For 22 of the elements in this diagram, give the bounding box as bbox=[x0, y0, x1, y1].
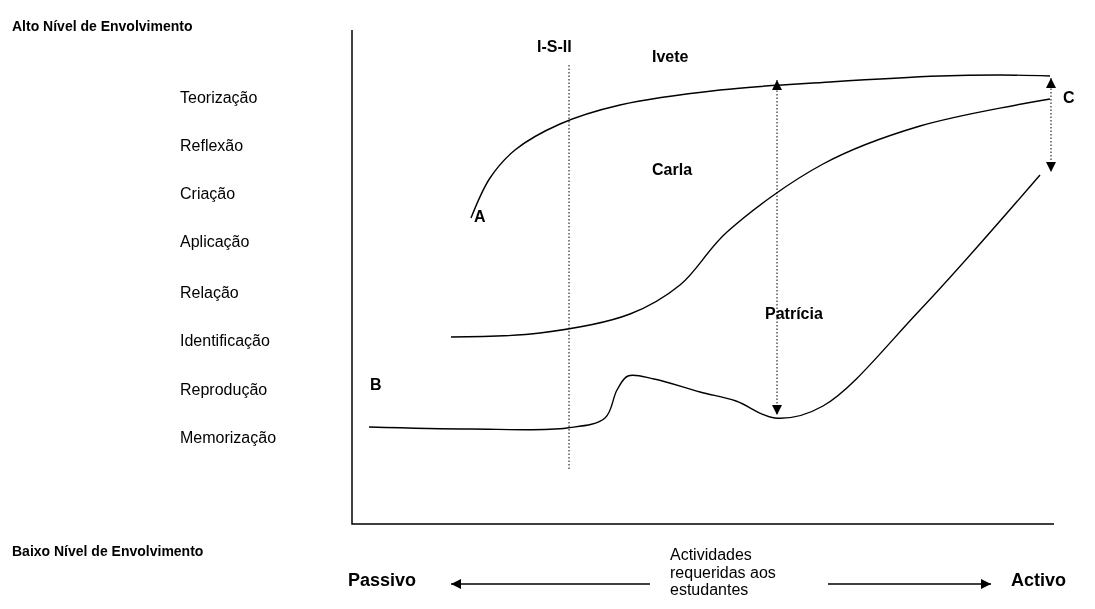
chart-label: C bbox=[1063, 89, 1075, 108]
chart-label: Alto Nível de Envolvimento bbox=[12, 18, 193, 35]
axis-end-label: Activo bbox=[1011, 570, 1066, 591]
chart-label: B bbox=[370, 376, 382, 395]
axis-end-label: Actividades requeridas aos estudantes bbox=[670, 546, 820, 599]
level-label: Relação bbox=[180, 284, 239, 303]
level-label: Memorização bbox=[180, 429, 277, 448]
level-label: Reprodução bbox=[180, 381, 268, 400]
chart-label: Patrícia bbox=[765, 305, 823, 324]
chart-label: Ivete bbox=[652, 48, 689, 67]
arrow bbox=[827, 579, 992, 589]
chart-label: Carla bbox=[652, 161, 693, 180]
chart-label: Baixo Nível de Envolvimento bbox=[12, 543, 204, 560]
chart-label: A bbox=[474, 208, 486, 227]
level-label: Reflexão bbox=[180, 137, 244, 156]
level-label: Criação bbox=[180, 185, 236, 204]
level-label: Aplicação bbox=[180, 233, 250, 252]
arrow bbox=[450, 579, 651, 589]
chart-label: I-S-II bbox=[537, 38, 572, 57]
level-label: Identificação bbox=[180, 332, 270, 351]
axis-end-label: Passivo bbox=[348, 570, 417, 591]
level-label: Teorização bbox=[180, 89, 258, 108]
